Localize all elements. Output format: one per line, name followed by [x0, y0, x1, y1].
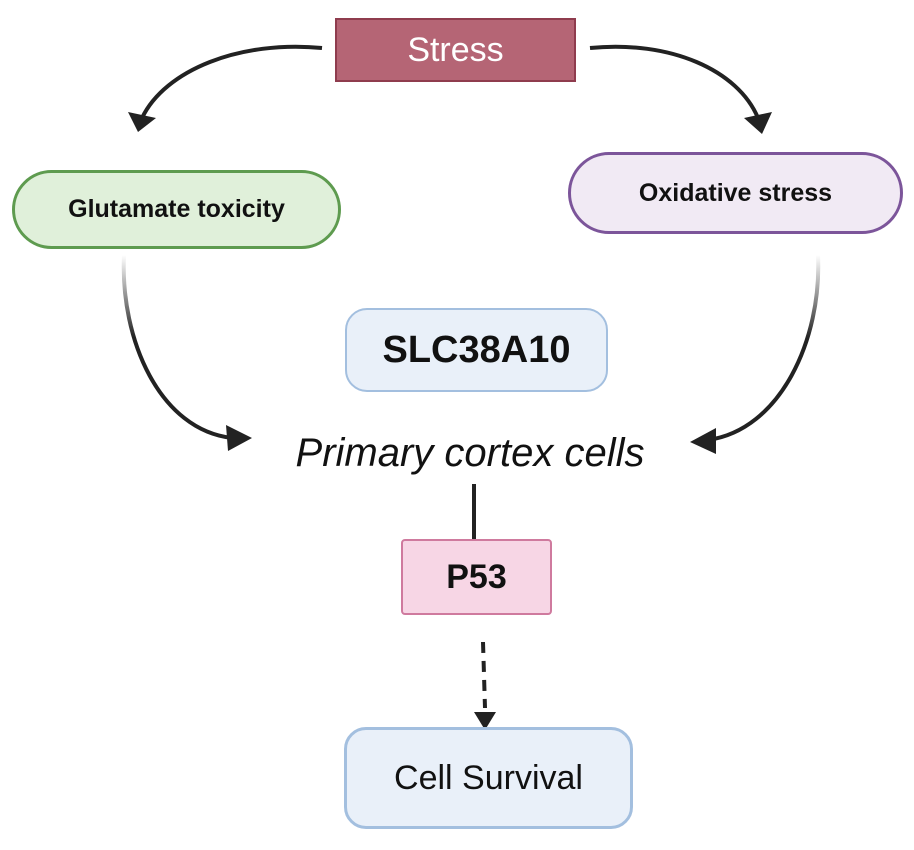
primary-cortex-cells-label: Primary cortex cells: [230, 425, 710, 481]
arrowhead-oxidative: [744, 112, 772, 134]
arrowhead-survival: [474, 712, 496, 730]
arrow-stress-to-glutamate: [140, 44, 323, 119]
arrowhead-cortex-left: [226, 425, 252, 451]
stress-label: Stress: [407, 30, 504, 69]
oxidative-stress-box: Oxidative stress: [568, 152, 903, 234]
primary-cortex-cells-text: Primary cortex cells: [295, 430, 645, 475]
p53-label: P53: [446, 557, 507, 596]
arrowhead-glutamate: [128, 112, 156, 132]
arrowhead-cortex-right: [690, 428, 716, 454]
arrow-stress-to-oxidative: [589, 44, 760, 119]
slc38a10-label: SLC38A10: [382, 328, 571, 371]
arrow-oxidative-to-cortex: [707, 254, 821, 442]
oxidative-stress-label: Oxidative stress: [638, 178, 833, 207]
stress-box: Stress: [335, 18, 576, 82]
glutamate-toxicity-label: Glutamate toxicity: [68, 195, 285, 223]
cell-survival-label: Cell Survival: [394, 758, 583, 797]
dashed-arrow-p53-to-survival: [481, 641, 487, 709]
p53-box: P53: [401, 539, 552, 615]
arrow-glutamate-to-cortex: [121, 254, 233, 440]
glutamate-toxicity-box: Glutamate toxicity: [12, 170, 341, 249]
cell-survival-box: Cell Survival: [344, 727, 633, 829]
slc38a10-box: SLC38A10: [345, 308, 608, 392]
